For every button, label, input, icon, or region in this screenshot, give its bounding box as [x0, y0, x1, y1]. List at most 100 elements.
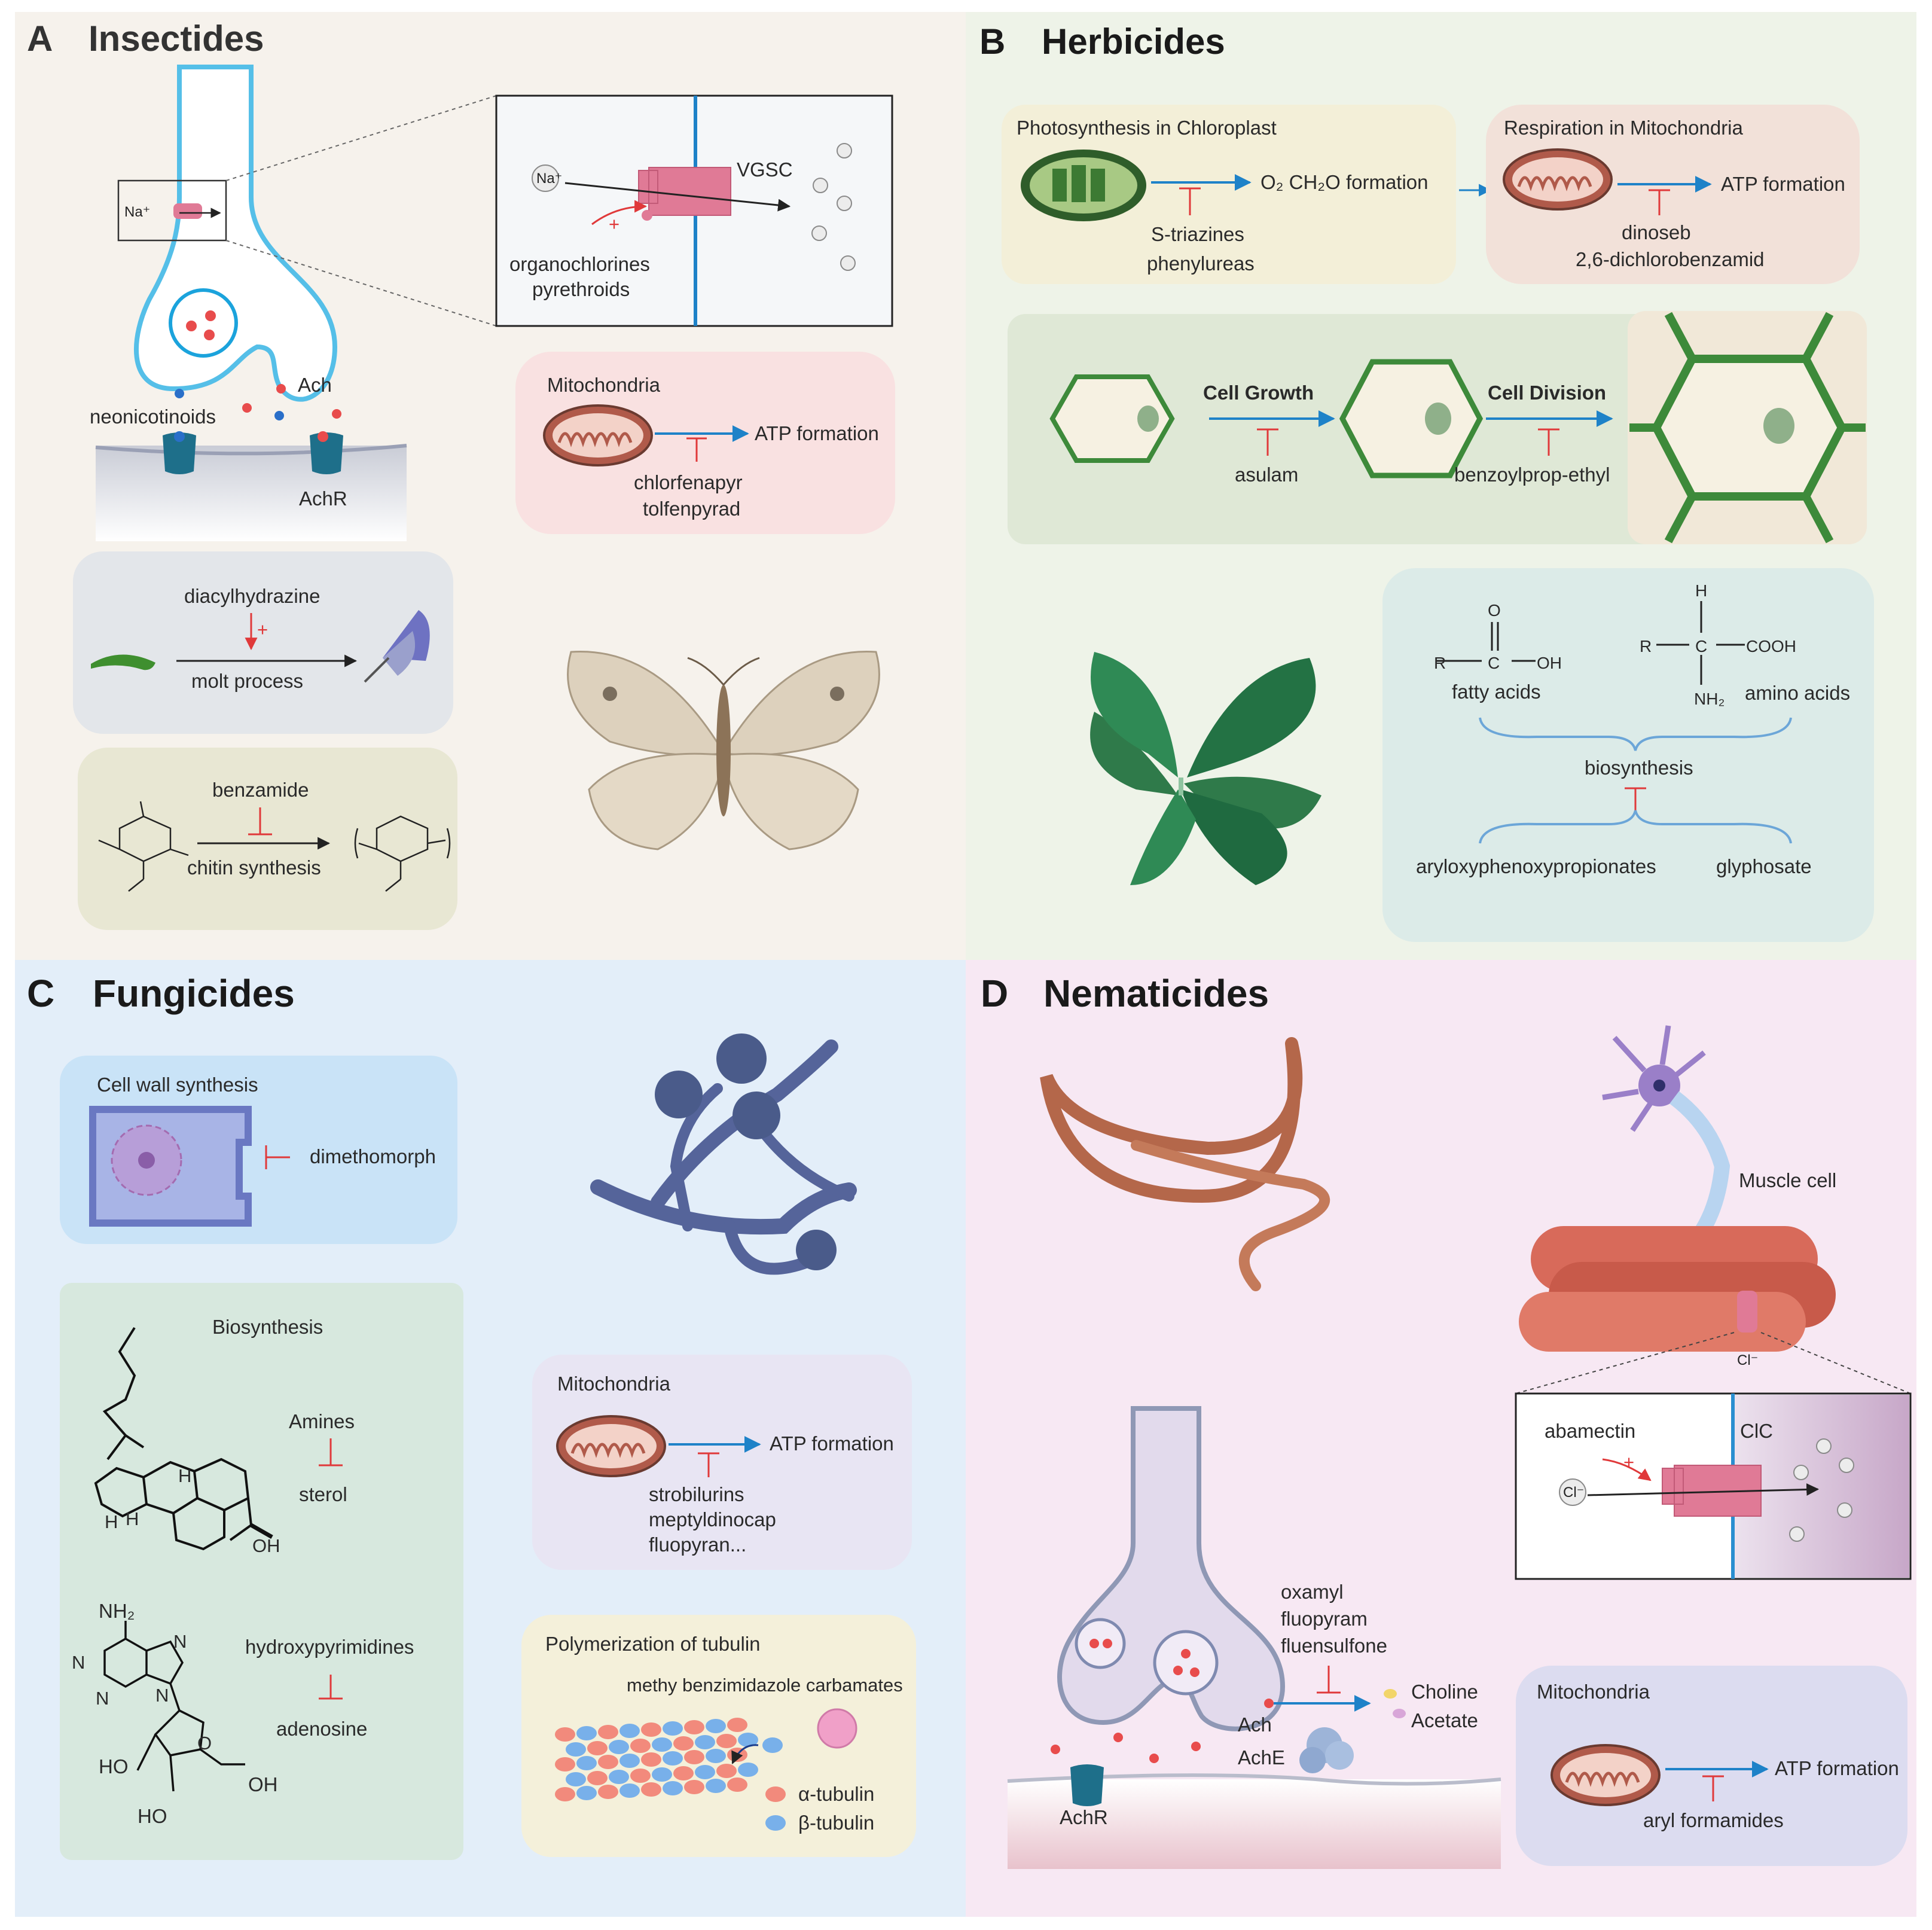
mito-d-box	[1516, 1666, 1907, 1866]
ache-label: AchE	[1238, 1746, 1285, 1769]
tubulin-subunit	[598, 1785, 618, 1799]
postsynaptic-membrane	[96, 446, 407, 541]
photo-drug-2: phenylureas	[1147, 252, 1255, 275]
na-ion-small	[837, 196, 852, 211]
panel-d-letter: D	[981, 972, 1008, 1015]
zoom-line-right	[1760, 1332, 1911, 1394]
cell-wall-title: Cell wall synthesis	[97, 1074, 258, 1096]
achr-label: AchR	[299, 487, 347, 510]
membrane-surface	[95, 444, 407, 456]
ach-molecule	[1089, 1639, 1099, 1648]
tubulin-subunit	[738, 1763, 758, 1777]
neonicotinoids-label: neonicotinoids	[90, 405, 216, 428]
inhibit-symbol	[265, 1145, 290, 1169]
clc-inside	[1733, 1395, 1909, 1578]
activation-arrow	[591, 200, 648, 225]
na-flow-arrow	[564, 182, 791, 212]
sterol-h1: H	[178, 1465, 191, 1486]
mito-c-drug-3: fluopyran...	[649, 1533, 746, 1556]
bio-c-target-1: sterol	[299, 1483, 347, 1505]
drug-molecule	[817, 1708, 857, 1749]
na-ion-small	[811, 225, 827, 241]
vgsc-label: VGSC	[737, 158, 793, 181]
ach-molecule	[1190, 1667, 1200, 1677]
growth-drug-2: benzoylprop-ethyl	[1454, 464, 1610, 486]
synaptic-vesicle	[169, 288, 238, 358]
amino-acids-label: amino acids	[1745, 682, 1850, 704]
resp-drug-2: 2,6-dichlorobenzamid	[1576, 248, 1765, 270]
amino-c: C	[1695, 637, 1707, 655]
biosynthesis-label: biosynthesis	[1585, 757, 1693, 779]
cl-label: Cl⁻	[1737, 1352, 1758, 1368]
nematode-illustration	[1040, 1037, 1330, 1291]
syn-drug-2: fluopyram	[1281, 1608, 1368, 1630]
tubulin-box	[521, 1615, 916, 1857]
tubulin-subunit	[716, 1764, 737, 1778]
tubulin-subunit	[576, 1786, 597, 1800]
vgsc-drug-1: organochlorines	[509, 253, 650, 275]
mito-box-a	[515, 352, 895, 534]
cell-nucleus	[1137, 405, 1159, 432]
tubulin-subunit	[630, 1739, 651, 1753]
photosynthesis-box	[1002, 105, 1456, 284]
inhibit-symbol	[1179, 187, 1201, 215]
tubulin-subunit	[630, 1769, 651, 1783]
tubulin-subunit	[566, 1772, 586, 1786]
ach-molecule	[204, 330, 215, 340]
activation-arrow	[1602, 1458, 1652, 1481]
mito-a-drug-1: chlorfenapyr	[634, 471, 743, 493]
ach-molecule	[1264, 1699, 1274, 1708]
inhibit-symbol	[319, 1675, 343, 1700]
sterol-structure	[94, 1327, 273, 1551]
tubulin-subunit	[587, 1771, 608, 1785]
neonicotinoid-molecule	[175, 389, 184, 398]
muscle-fibers	[1519, 1226, 1836, 1352]
adenosine-nh2: NH₂	[99, 1600, 135, 1622]
tubulin-subunit	[619, 1754, 640, 1768]
vgsc-channel	[638, 167, 731, 216]
tubulin-subunit	[706, 1719, 726, 1733]
chitin-process: chitin synthesis	[187, 856, 321, 879]
tubulin-subunit	[641, 1782, 661, 1797]
tubulin-subunit	[673, 1766, 694, 1780]
clc-drug: abamectin	[1545, 1420, 1635, 1442]
tubulin-subunit	[652, 1767, 672, 1782]
ach-molecule	[1103, 1639, 1112, 1648]
inhibit-symbol	[1538, 428, 1559, 456]
mito-a-product: ATP formation	[755, 422, 879, 444]
amino-cooh: COOH	[1746, 637, 1796, 655]
choline-label: Choline	[1411, 1681, 1478, 1703]
tubulin-subunit	[641, 1752, 661, 1767]
spore-cluster	[655, 1033, 837, 1270]
inhibit-symbol	[1702, 1775, 1724, 1801]
ach-molecule	[186, 321, 197, 331]
inhibit-symbol	[319, 1438, 343, 1466]
sterol-oh: OH	[252, 1535, 280, 1556]
clc-mini-icon	[1737, 1291, 1757, 1333]
tubulin-subunit	[663, 1721, 683, 1736]
cl-ion-small	[1839, 1458, 1854, 1473]
synaptic-vesicle	[1153, 1630, 1219, 1696]
ach-label: Ach	[298, 374, 332, 396]
na-ion-text: Na⁺	[536, 170, 562, 187]
molt-plus: +	[257, 619, 268, 640]
achr-receptor	[1070, 1764, 1104, 1806]
mitochondrion-icon	[556, 1415, 666, 1477]
cl-flow-arrow	[1587, 1483, 1820, 1496]
tubulin-subunit	[598, 1725, 618, 1739]
molt-drug: diacylhydrazine	[184, 585, 320, 607]
mitochondrion-icon	[543, 404, 653, 467]
syn-drug-3: fluensulfone	[1281, 1635, 1387, 1657]
panel-b-letter: B	[979, 22, 1005, 62]
tubulin-subunit	[576, 1726, 597, 1740]
ach-molecule	[1191, 1742, 1201, 1751]
amino-acid-structure	[1656, 601, 1745, 685]
cl-ion-small	[1837, 1502, 1852, 1518]
drug-dot	[642, 210, 652, 221]
mito-c-product: ATP formation	[770, 1432, 894, 1455]
bio-c-drug-1: Amines	[289, 1410, 355, 1432]
adenosine-ho1: HO	[99, 1755, 129, 1777]
ach-molecule	[1173, 1666, 1183, 1675]
binding-arrow	[731, 1744, 759, 1764]
mitochondrion-icon	[1551, 1744, 1661, 1806]
